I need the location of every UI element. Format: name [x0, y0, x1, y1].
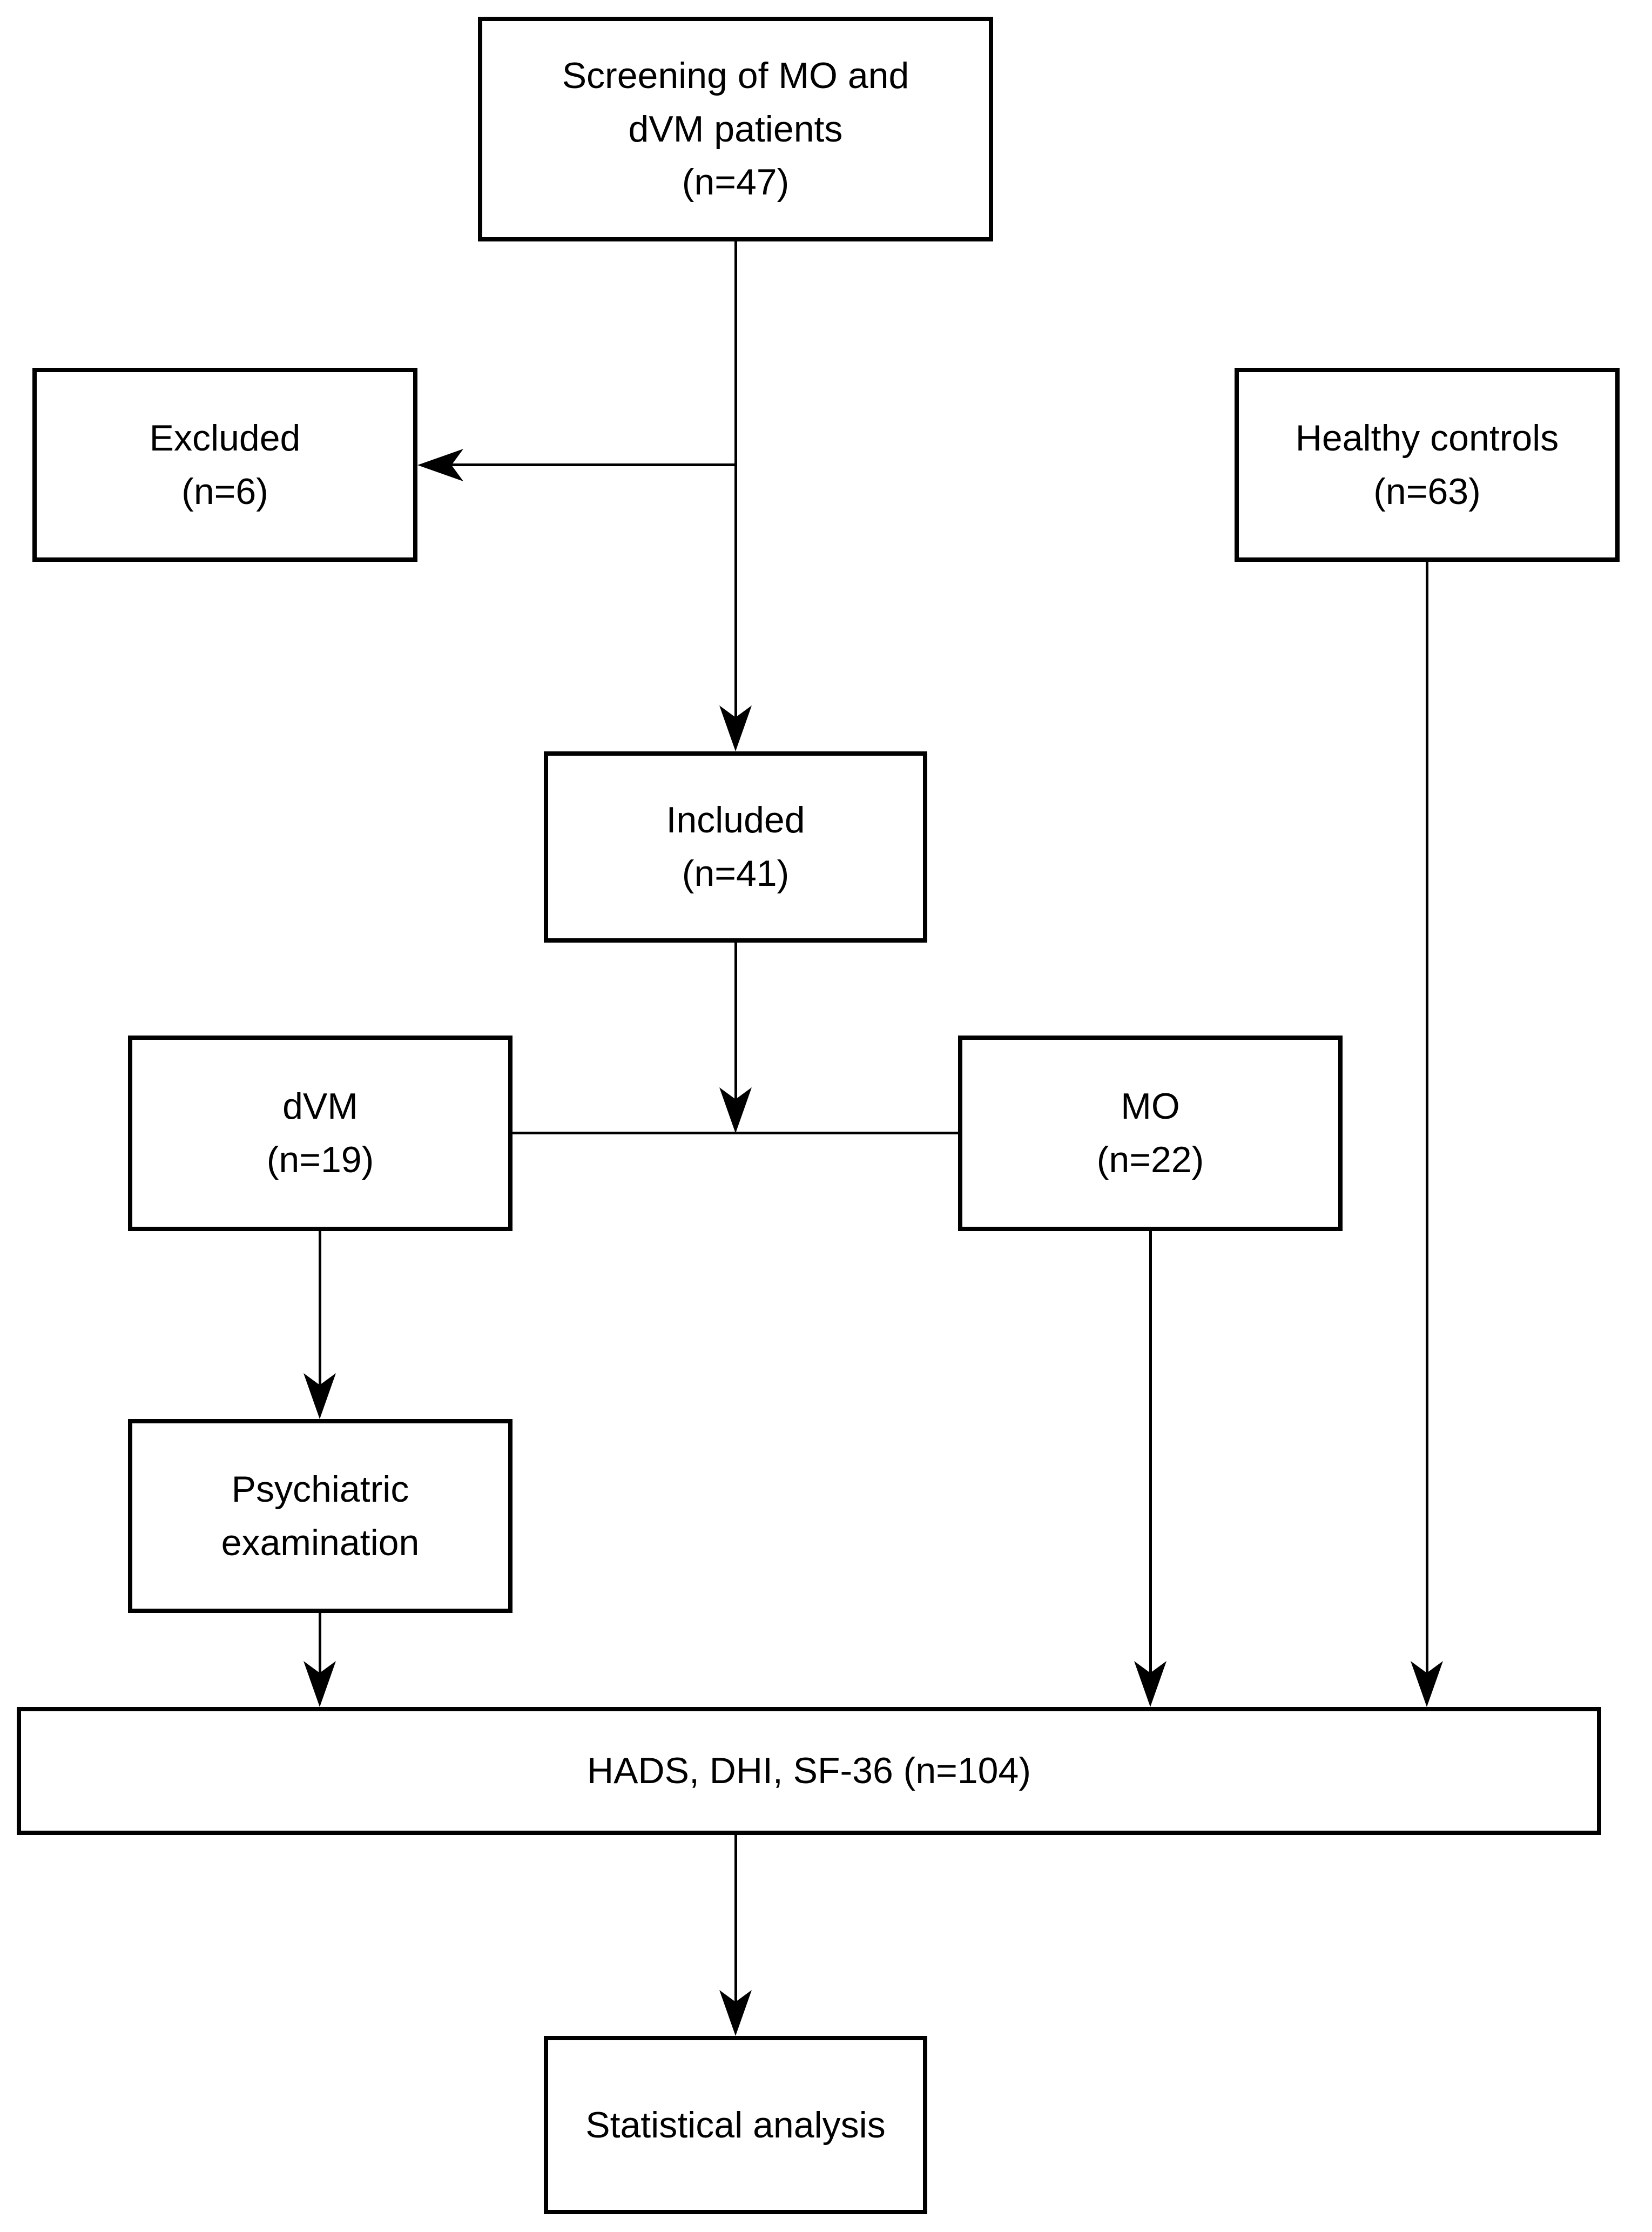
node-psychiatric-examination: Psychiatric examination	[128, 1419, 513, 1613]
node-statistical-line-1: Statistical analysis	[585, 2104, 886, 2146]
arrowhead-down-split-icon	[719, 1087, 752, 1133]
node-excluded-line-1: Excluded	[149, 417, 301, 459]
node-mo-line-1: MO	[1121, 1086, 1180, 1127]
node-screening-line-1: Screening of MO and	[562, 55, 909, 97]
node-healthy-controls-line-1: Healthy controls	[1295, 417, 1559, 459]
node-statistical-analysis: Statistical analysis	[544, 2036, 927, 2214]
node-healthy-controls-count: (n=63)	[1373, 470, 1481, 512]
node-psychiatric-line-2: examination	[221, 1522, 420, 1563]
arrowhead-left-excluded-icon	[417, 449, 463, 481]
arrowhead-down-assessment-left-icon	[304, 1661, 336, 1707]
node-mo-count: (n=22)	[1096, 1139, 1204, 1180]
node-screening-count: (n=47)	[682, 162, 790, 203]
node-included: Included (n=41)	[544, 751, 927, 943]
connector-dvm-mo	[513, 1132, 958, 1134]
node-included-count: (n=41)	[682, 853, 790, 894]
arrowhead-down-healthy-icon	[1411, 1661, 1443, 1707]
connector-psychiatric-assessment	[319, 1613, 321, 1673]
node-dvm-count: (n=19)	[266, 1139, 374, 1180]
node-included-line-1: Included	[666, 799, 805, 841]
connector-screening-included	[734, 241, 737, 717]
node-dvm: dVM (n=19)	[128, 1036, 513, 1231]
node-assessment: HADS, DHI, SF-36 (n=104)	[17, 1707, 1601, 1835]
node-healthy-controls: Healthy controls (n=63)	[1235, 368, 1620, 562]
connector-mo-assessment	[1149, 1231, 1152, 1673]
arrowhead-down-psychiatric-icon	[304, 1373, 336, 1419]
node-mo: MO (n=22)	[958, 1036, 1343, 1231]
connector-screening-excluded	[451, 463, 737, 466]
node-assessment-line-1: HADS, DHI, SF-36 (n=104)	[587, 1750, 1031, 1792]
arrowhead-down-statistical-icon	[719, 1990, 752, 2036]
connector-dvm-psychiatric	[319, 1231, 321, 1385]
node-psychiatric-line-1: Psychiatric	[231, 1468, 409, 1510]
node-screening-line-2: dVM patients	[628, 108, 843, 150]
connector-included-split	[734, 943, 737, 1099]
node-excluded: Excluded (n=6)	[32, 368, 417, 562]
connector-assessment-statistical	[734, 1835, 737, 2002]
node-excluded-count: (n=6)	[181, 470, 268, 512]
connector-healthy-assessment	[1426, 562, 1428, 1673]
arrowhead-down-assessment-mid-icon	[1134, 1661, 1166, 1707]
node-dvm-line-1: dVM	[282, 1086, 358, 1127]
arrowhead-down-included-icon	[719, 705, 752, 751]
node-screening: Screening of MO and dVM patients (n=47)	[478, 17, 993, 241]
